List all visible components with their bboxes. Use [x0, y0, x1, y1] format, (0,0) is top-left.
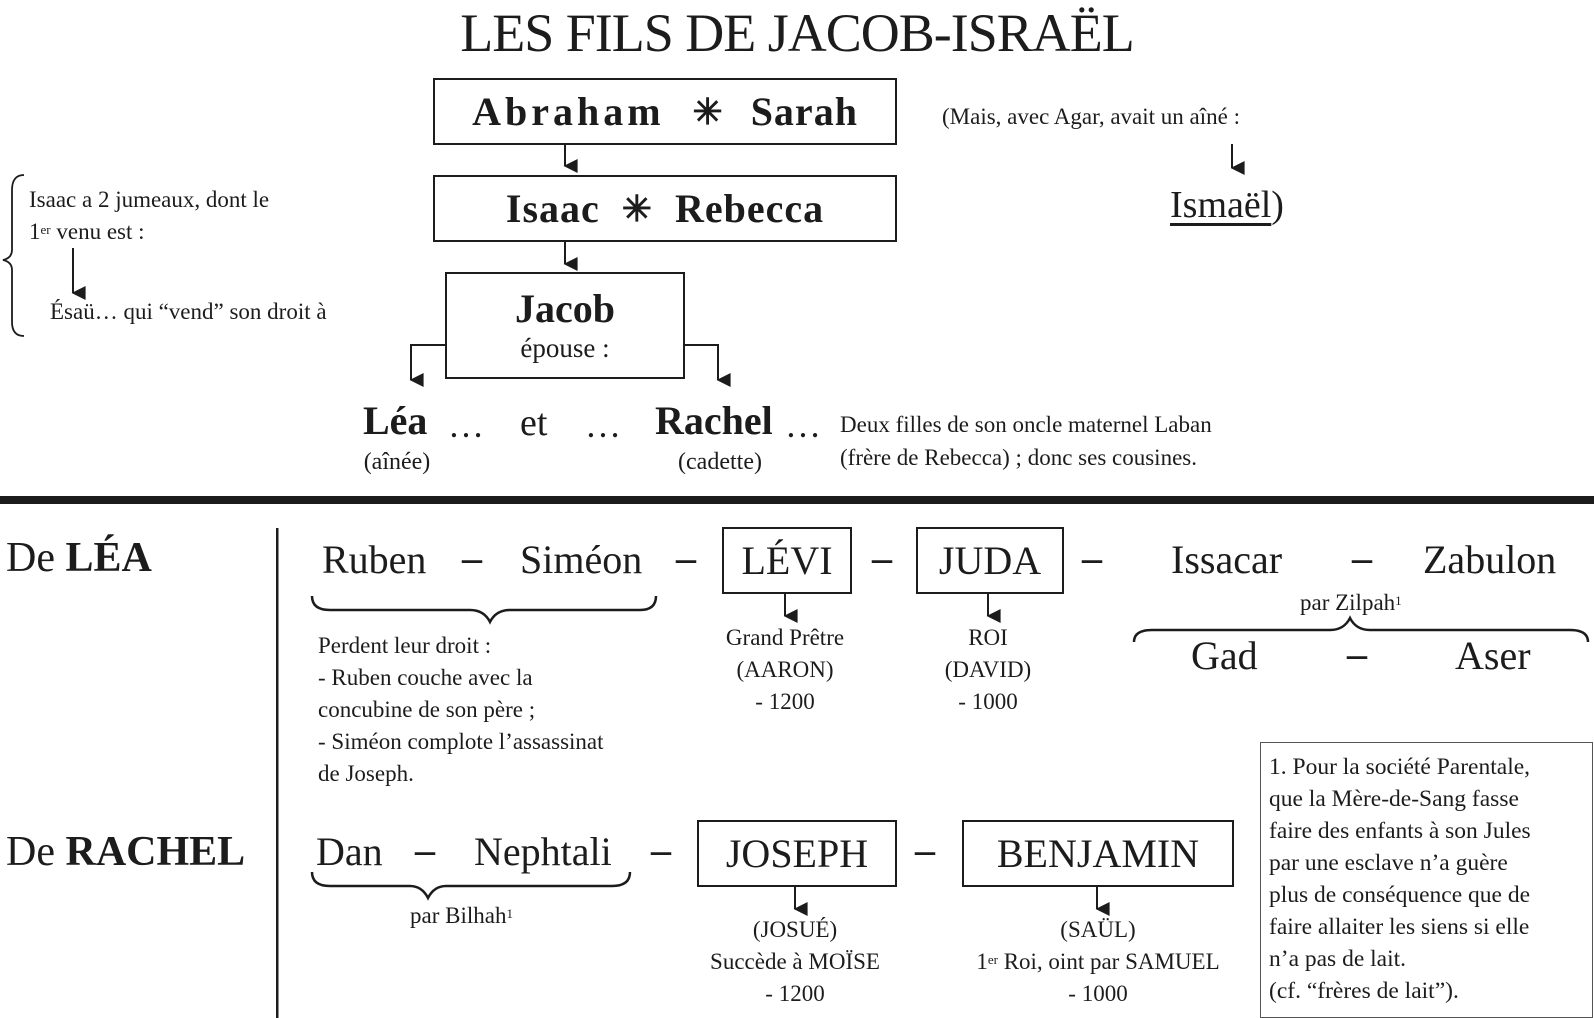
son-aser: Aser [1455, 633, 1531, 678]
lost-rights-note: Perdent leur droit : - Ruben couche avec… [318, 630, 604, 790]
esau-note-line1: Isaac a 2 jumeaux, dont le [29, 187, 270, 212]
dash: – [1352, 535, 1372, 580]
son-dan: Dan [316, 829, 383, 874]
esau-note-line3: Ésaü… qui “vend” son droit à [50, 299, 327, 324]
son-joseph-box: JOSEPH [697, 820, 897, 887]
dash: – [462, 535, 482, 580]
zilpah-brace [1132, 615, 1590, 643]
dan-nephtali-brace [310, 871, 632, 901]
lea-sub: (aînée) [363, 449, 431, 475]
jacob-sub: épouse : [520, 332, 610, 363]
son-issacar: Issacar [1171, 537, 1283, 582]
dots-1: … [448, 405, 484, 445]
lost-rights-line: - Siméon complote l’assassinat [318, 729, 604, 754]
dash: – [676, 535, 696, 580]
son-benjamin: BENJAMIN [996, 830, 1200, 876]
agar-note: (Mais, avec Agar, avait un aîné : [942, 104, 1240, 129]
son-simeon: Siméon [520, 537, 643, 582]
rachel-row-label: De RACHEL [6, 829, 246, 875]
isaac-rebecca-box: Isaac ✳ Rebecca [433, 175, 897, 242]
dash: – [415, 827, 435, 872]
jacob-name: Jacob [515, 285, 615, 331]
label-column-divider [276, 528, 279, 1018]
arrow-jacob-lea [409, 344, 445, 387]
footnote-line: que la Mère-de-Sang fasse [1269, 786, 1519, 812]
son-joseph: JOSEPH [725, 830, 869, 876]
son-levi: LÉVI [741, 537, 833, 583]
lea-row-label: De LÉA [6, 535, 152, 581]
dash: – [651, 827, 671, 872]
joseph-description: (JOSUÉ) Succède à MOÏSE - 1200 [710, 917, 880, 1006]
rebecca-name: Rebecca [674, 186, 825, 231]
dots-2: … [585, 405, 621, 445]
benjamin-description: (SAÜL) 1er Roi, oint par SAMUEL - 1000 [976, 917, 1220, 1006]
abraham-sarah-box: Abraham ✳ Sarah [433, 78, 897, 145]
son-nephtali: Nephtali [474, 829, 612, 874]
isaac-name: Isaac [505, 186, 600, 231]
son-ruben: Ruben [322, 537, 427, 582]
dash: – [915, 827, 935, 872]
dash: – [1082, 535, 1102, 580]
rachel-name: Rachel [655, 398, 773, 443]
footnote-line: faire allaiter les siens si elle [1269, 914, 1530, 940]
dash: – [1347, 631, 1367, 676]
ismael-line: Ismaël) [1170, 182, 1284, 228]
levi-description: Grand Prêtre (AARON) - 1200 [725, 625, 845, 714]
footnote-line: par une esclave n’a guère [1269, 850, 1508, 876]
section-divider [0, 496, 1594, 504]
bilhah-label: par Bilhah1 [410, 903, 513, 928]
rachel-sub: (cadette) [678, 449, 762, 475]
lost-rights-line: de Joseph. [318, 761, 414, 786]
ismael-close-paren: ) [1271, 184, 1284, 226]
ruben-simeon-brace [310, 595, 658, 625]
lost-rights-line: Perdent leur droit : [318, 633, 492, 658]
arrow-jacob-rachel [685, 344, 731, 387]
laban-note-line1: Deux filles de son oncle maternel Laban [840, 412, 1212, 437]
son-zabulon: Zabulon [1423, 537, 1557, 582]
footnote-box: 1. Pour la société Parentale, que la Mèr… [1260, 742, 1593, 1018]
son-juda: JUDA [938, 537, 1042, 583]
footnote-line: plus de conséquence que de [1269, 882, 1531, 908]
footnote-line: (cf. “frères de lait”). [1269, 978, 1459, 1004]
lea-name: Léa [363, 398, 428, 443]
footnote-line: faire des enfants à son Jules [1269, 818, 1531, 844]
abraham-name: Abraham [472, 89, 665, 134]
page-title: LES FILS DE JACOB-ISRAËL [460, 3, 1135, 63]
son-levi-box: LÉVI [722, 527, 852, 594]
zilpah-label: par Zilpah1 [1300, 590, 1402, 615]
union-icon: ✳ [621, 188, 653, 229]
footnote-line: 1. Pour la société Parentale, [1269, 754, 1531, 780]
esau-note-line2: 1er venu est : [29, 219, 145, 244]
sarah-name: Sarah [750, 89, 858, 134]
son-juda-box: JUDA [916, 527, 1064, 594]
juda-description: ROI (DAVID) - 1000 [944, 625, 1032, 714]
et-text: et [520, 402, 548, 444]
jacob-box: Jacob épouse : [445, 272, 685, 379]
dash: – [872, 535, 892, 580]
laban-note-line2: (frère de Rebecca) ; donc ses cousines. [840, 445, 1197, 470]
esau-brace [2, 174, 25, 337]
footnote-line: n’a pas de lait. [1269, 946, 1407, 972]
ismael-name: Ismaël [1170, 184, 1272, 226]
dots-3: … [785, 405, 821, 445]
lost-rights-line: concubine de son père ; [318, 697, 536, 722]
son-benjamin-box: BENJAMIN [962, 820, 1234, 887]
union-icon: ✳ [692, 91, 723, 132]
son-gad: Gad [1191, 633, 1258, 678]
lost-rights-line: - Ruben couche avec la [318, 665, 533, 690]
